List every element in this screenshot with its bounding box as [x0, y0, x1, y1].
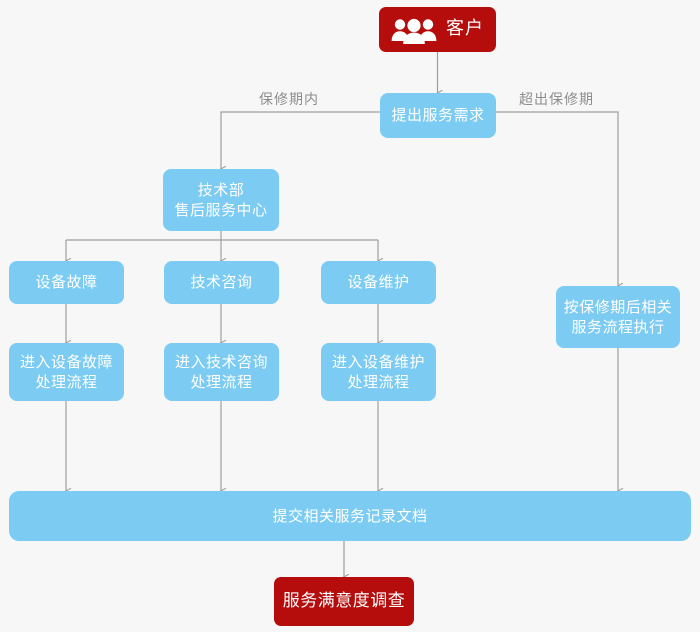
node-equipment-maint-label: 设备维护	[347, 273, 410, 292]
node-tech-consult-label: 技术咨询	[190, 273, 253, 292]
node-submit-records[interactable]: 提交相关服务记录文档	[9, 491, 691, 541]
edge-request-to-post-warranty	[496, 111, 618, 286]
node-enter-consult-flow[interactable]: 进入技术咨询 处理流程	[164, 343, 279, 401]
node-post-warranty-flow-label: 按保修期后相关 服务流程执行	[563, 297, 673, 336]
edge-label-out-of-warranty: 超出保修期	[519, 92, 594, 108]
node-post-warranty-flow[interactable]: 按保修期后相关 服务流程执行	[556, 286, 680, 348]
node-enter-fault-flow[interactable]: 进入设备故障 处理流程	[9, 343, 124, 401]
node-service-request-label: 提出服务需求	[391, 106, 485, 125]
node-tech-center-label: 技术部 售后服务中心	[174, 180, 268, 219]
node-enter-fault-flow-label: 进入设备故障 处理流程	[19, 352, 113, 391]
node-service-request[interactable]: 提出服务需求	[380, 93, 496, 138]
node-enter-maint-flow-label: 进入设备维护 处理流程	[331, 352, 425, 391]
node-tech-consult[interactable]: 技术咨询	[164, 261, 279, 304]
edge-request-to-tech-center	[221, 111, 380, 169]
node-satisfaction-survey-label: 服务满意度调查	[282, 591, 406, 612]
node-submit-records-label: 提交相关服务记录文档	[272, 506, 428, 525]
edge-label-in-warranty: 保修期内	[259, 92, 319, 108]
node-tech-center[interactable]: 技术部 售后服务中心	[163, 169, 279, 231]
users-icon	[391, 16, 437, 44]
node-satisfaction-survey[interactable]: 服务满意度调查	[274, 577, 414, 626]
node-equipment-fault-label: 设备故障	[35, 273, 98, 292]
node-equipment-fault[interactable]: 设备故障	[9, 261, 124, 304]
node-customer-label: 客户	[446, 18, 484, 40]
node-enter-consult-flow-label: 进入技术咨询 处理流程	[174, 352, 268, 391]
node-customer[interactable]: 客户	[379, 7, 496, 52]
node-enter-maint-flow[interactable]: 进入设备维护 处理流程	[321, 343, 436, 401]
node-equipment-maint[interactable]: 设备维护	[321, 261, 436, 304]
